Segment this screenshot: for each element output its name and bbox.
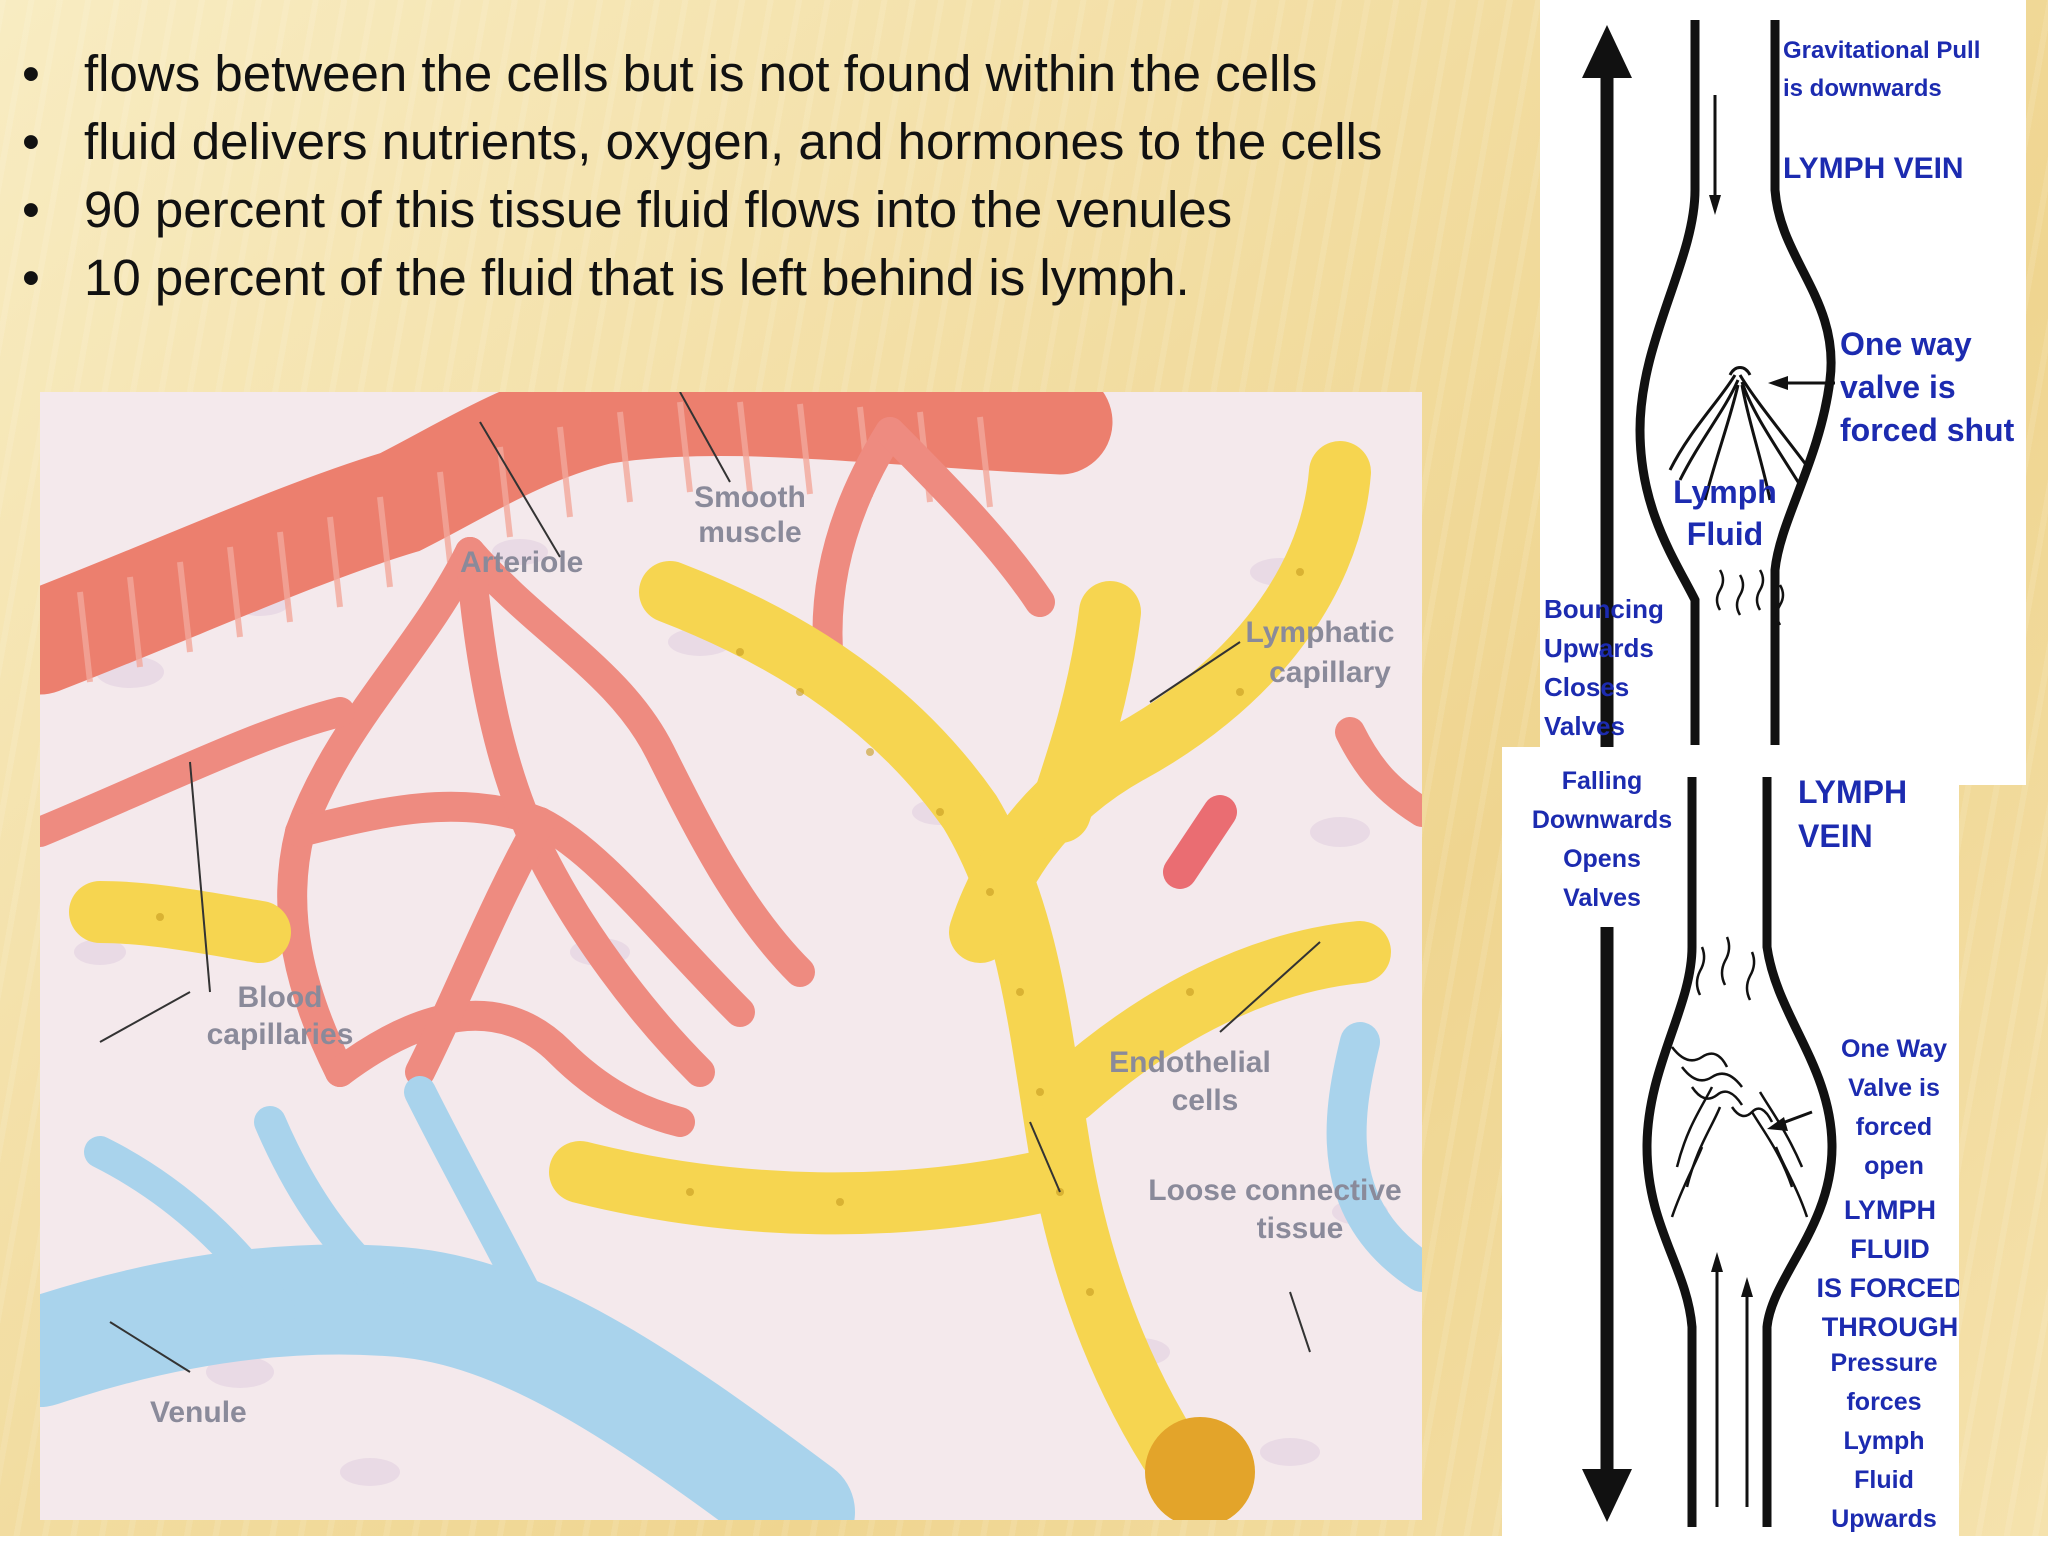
vein-wall-left <box>1635 20 1700 745</box>
valve-flaps-closed <box>1668 366 1812 501</box>
label-forced-4: THROUGH <box>1822 1312 1959 1342</box>
label-bouncing-3: Closes <box>1544 672 1629 702</box>
label-one-way-2: valve is <box>1840 369 1956 405</box>
vein-wall-left <box>1642 777 1697 1527</box>
label-pressure-5: Upwards <box>1831 1505 1937 1533</box>
label-arteriole: Arteriole <box>460 546 583 579</box>
label-pressure-2: forces <box>1846 1388 1921 1416</box>
lymphatic-capillary <box>69 441 1391 1483</box>
label-forced-2: FLUID <box>1850 1234 1929 1264</box>
label-one-way: One Way <box>1841 1035 1947 1063</box>
label-endothelial-cells: Endothelial <box>1109 1046 1271 1079</box>
pointer-arrow-icon <box>1768 376 1788 390</box>
label-one-way: One way <box>1840 326 1972 362</box>
fluid-squiggles <box>1715 569 1785 626</box>
label-gravitational-2: is downwards <box>1783 75 1942 102</box>
up-arrow-icon <box>1582 25 1632 78</box>
label-one-way-3: forced <box>1856 1113 1932 1141</box>
label-one-way-2: Valve is <box>1848 1074 1940 1102</box>
label-blood-capillaries-2: capillaries <box>207 1018 354 1051</box>
label-lymphatic-capillary: Lymphatic <box>1246 616 1395 649</box>
label-blood-capillaries: Blood <box>238 981 323 1014</box>
label-falling-3: Opens <box>1563 845 1641 873</box>
label-bouncing-4: Valves <box>1544 711 1625 741</box>
label-forced: LYMPH <box>1844 1195 1936 1225</box>
bullet-item: 10 percent of the fluid that is left beh… <box>22 244 1542 312</box>
label-one-way-3: forced shut <box>1840 412 2015 448</box>
blood-capillaries <box>25 417 1437 1137</box>
label-venule: Venule <box>150 1396 247 1429</box>
valve-open-diagram: Falling Downwards Opens Valves LYMPH VEI… <box>1502 747 1964 1536</box>
label-lymph-fluid-2: Fluid <box>1687 516 1763 552</box>
label-bouncing: Bouncing <box>1544 594 1664 624</box>
vein-wall-right <box>1770 20 1836 745</box>
lymph-vessel-opening <box>1145 1417 1255 1527</box>
down-arrow-icon <box>1582 1469 1632 1522</box>
label-gravitational: Gravitational Pull <box>1783 37 1980 64</box>
label-lymph-fluid: Lymph <box>1673 474 1777 510</box>
label-lymphatic-capillary-2: capillary <box>1269 656 1391 689</box>
label-forced-3: IS FORCED <box>1816 1273 1959 1303</box>
label-pressure: Pressure <box>1830 1349 1937 1377</box>
valve-closed-diagram: Gravitational Pull is downwards LYMPH VE… <box>1540 0 2026 785</box>
bullet-item: flows between the cells but is not found… <box>22 40 1542 108</box>
tissue-illustration: Smooth muscle Arteriole Lymphatic capill… <box>0 350 1442 1541</box>
label-loose-connective-tissue: Loose connective <box>1148 1174 1401 1207</box>
label-lymph-vein: LYMPH <box>1798 774 1907 810</box>
bullet-item: 90 percent of this tissue fluid flows in… <box>22 176 1542 244</box>
label-smooth-muscle: Smooth <box>694 481 806 514</box>
label-falling: Falling <box>1562 767 1643 795</box>
bullet-list: flows between the cells but is not found… <box>22 40 1542 312</box>
pointer-arrow-icon <box>1767 1117 1788 1131</box>
arteriole <box>0 350 1113 695</box>
label-one-way-4: open <box>1864 1152 1924 1180</box>
label-bouncing-2: Upwards <box>1544 633 1654 663</box>
label-lymph-vein: LYMPH VEIN <box>1783 152 1964 185</box>
label-pressure-3: Lymph <box>1843 1427 1924 1455</box>
label-falling-4: Valves <box>1563 884 1641 912</box>
label-smooth-muscle-2: muscle <box>698 516 801 549</box>
label-loose-connective-tissue-2: tissue <box>1257 1212 1344 1245</box>
vein-wall-right <box>1762 777 1837 1527</box>
tissue-diagram: Smooth muscle Arteriole Lymphatic capill… <box>0 350 1442 1541</box>
bullet-item: fluid delivers nutrients, oxygen, and ho… <box>22 108 1542 176</box>
label-lymph-vein-2: VEIN <box>1798 818 1873 854</box>
venule-branch <box>1326 1022 1442 1292</box>
label-falling-2: Downwards <box>1532 806 1672 834</box>
capillary-segment <box>1163 795 1237 889</box>
label-endothelial-cells-2: cells <box>1172 1084 1239 1117</box>
label-pressure-4: Fluid <box>1854 1466 1914 1494</box>
